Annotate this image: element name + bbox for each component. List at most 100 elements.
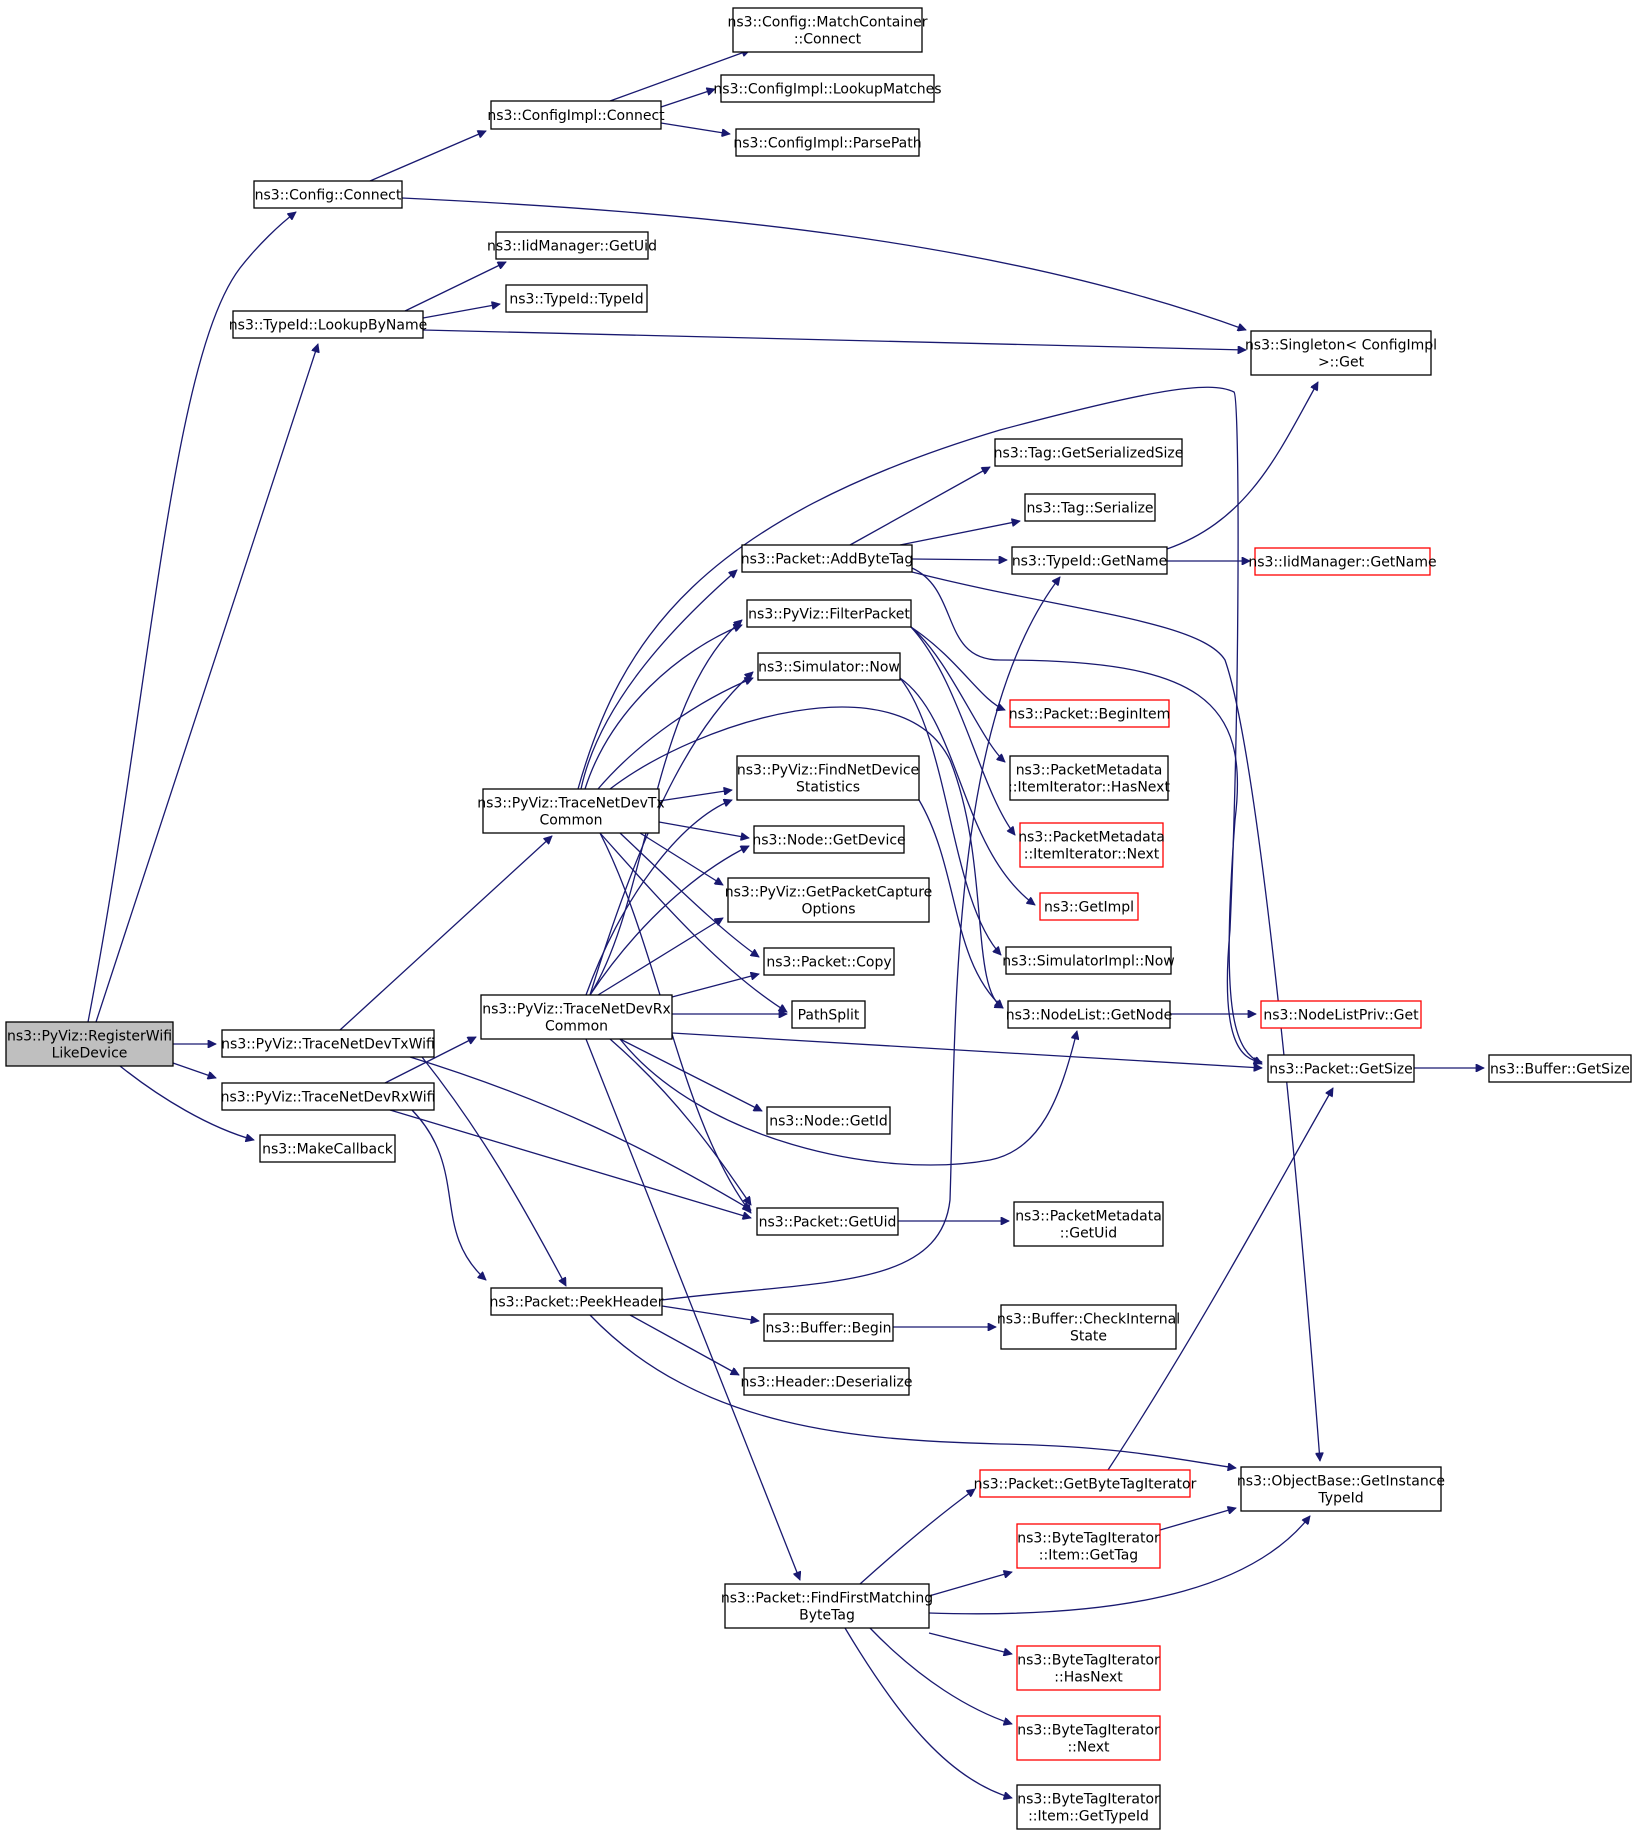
node-typeidctor[interactable]: ns3::TypeId::TypeId (505, 284, 648, 313)
node-hasnext[interactable]: ns3::PacketMetadata::ItemIterator::HasNe… (1008, 755, 1170, 801)
node-iidname[interactable]: ns3::IidManager::GetName (1248, 547, 1437, 576)
node-rxwifi[interactable]: ns3::PyViz::TraceNetDevRxWifi (221, 1082, 436, 1111)
node-box (5, 1021, 174, 1067)
edge-txcommon-to-addbytetag (580, 570, 737, 790)
node-bufgetsize[interactable]: ns3::Buffer::GetSize (1488, 1054, 1632, 1083)
node-bthasnext[interactable]: ns3::ByteTagIterator::HasNext (1016, 1645, 1161, 1691)
node-implconnect[interactable]: ns3::ConfigImpl::Connect (487, 100, 665, 130)
node-box (253, 180, 403, 209)
edge-finddevstats-to-nodelistget (918, 799, 1003, 1008)
node-pktcopy[interactable]: ns3::Packet::Copy (763, 947, 895, 976)
node-itemgettag[interactable]: ns3::ByteTagIterator::Item::GetTag (1016, 1523, 1161, 1569)
node-getimpl[interactable]: ns3::GetImpl (1039, 892, 1139, 921)
edge-txcommon-to-nodelistget (609, 706, 1003, 1009)
edge-simnow-to-getimpl (899, 677, 1035, 905)
node-label: ns3::Node::GetDevice (752, 833, 905, 849)
node-hdrdeser[interactable]: ns3::Header::Deserialize (741, 1367, 913, 1396)
edge-txcommon-to-simnow (597, 678, 753, 790)
node-box (259, 1134, 396, 1163)
node-itemnext[interactable]: ns3::PacketMetadata::ItemIterator::Next (1018, 822, 1165, 868)
node-iidgetuid[interactable]: ns3::IidManager::GetUid (487, 231, 657, 260)
node-box (741, 544, 913, 573)
node-typeidname[interactable]: ns3::TypeId::GetName (1011, 546, 1168, 575)
node-matchconnect[interactable]: ns3::Config::MatchContainer::Connect (728, 7, 928, 53)
node-box (1016, 1715, 1161, 1761)
node-box (1240, 1466, 1442, 1512)
edge-txcommon-to-capopts (639, 832, 723, 886)
node-nodelistget[interactable]: ns3::NodeList::GetNode (1006, 1000, 1172, 1029)
node-label: ns3::IidManager::GetUid (487, 239, 657, 255)
node-label: ns3::Buffer::GetSize (1490, 1062, 1630, 1078)
node-makecb[interactable]: ns3::MakeCallback (259, 1134, 396, 1163)
node-peekheader[interactable]: ns3::Packet::PeekHeader (490, 1287, 664, 1316)
edge-rxcommon-to-capopts (597, 917, 723, 996)
node-addbytetag[interactable]: ns3::Packet::AddByteTag (741, 544, 914, 573)
edge-lookupbyname-to-iidgetuid (404, 261, 506, 312)
edge-addbytetag-to-tagserialize (899, 521, 1020, 546)
node-simnow[interactable]: ns3::Simulator::Now (757, 652, 901, 681)
node-box (482, 788, 660, 834)
node-label: ns3::PacketMetadata (1015, 1209, 1162, 1225)
node-bufbegin[interactable]: ns3::Buffer::Begin (763, 1313, 894, 1342)
node-pktgetuid[interactable]: ns3::Packet::GetUid (756, 1207, 899, 1236)
node-pathsplit[interactable]: PathSplit (791, 1000, 866, 1029)
node-box (732, 7, 923, 53)
edge-txwifi-to-txcommon (339, 836, 552, 1031)
node-label: ns3::NodeListPriv::Get (1263, 1008, 1419, 1024)
node-beginitem[interactable]: ns3::Packet::BeginItem (1009, 699, 1170, 728)
node-label: Common (539, 813, 602, 829)
edge-rxcommon-to-pktcopy (671, 974, 759, 998)
node-box (1009, 755, 1169, 801)
edge-cfgconnect-to-implconnect (369, 131, 486, 182)
node-filterpacket[interactable]: ns3::PyViz::FilterPacket (746, 599, 912, 628)
edge-root-to-cfgconnect (87, 212, 296, 1023)
node-btgettypeid[interactable]: ns3::ByteTagIterator::Item::GetTypeId (1016, 1784, 1161, 1830)
node-txwifi[interactable]: ns3::PyViz::TraceNetDevTxWifi (221, 1029, 435, 1058)
node-label: ns3::Packet::BeginItem (1009, 707, 1170, 723)
node-label: ns3::TypeId::GetName (1012, 554, 1167, 570)
node-nodegetdevice[interactable]: ns3::Node::GetDevice (752, 825, 906, 854)
edge-root-to-rxwifi (172, 1062, 216, 1078)
node-nodegetid[interactable]: ns3::Node::GetId (766, 1106, 891, 1135)
node-box (746, 599, 912, 628)
node-label: ns3::Packet::FindFirstMatching (721, 1591, 933, 1607)
node-label: ns3::Packet::GetUid (759, 1215, 897, 1231)
nodes-layer: ns3::PyViz::RegisterWifiLikeDevicens3::P… (5, 7, 1632, 1830)
node-nodelistpriv[interactable]: ns3::NodeListPriv::Get (1260, 1000, 1422, 1029)
node-label: ns3::Buffer::CheckInternal (997, 1312, 1180, 1328)
node-label: ::ItemIterator::HasNext (1008, 780, 1170, 796)
edge-rxcommon-to-nodegetdevice (589, 845, 749, 996)
node-pktgetsize[interactable]: ns3::Packet::GetSize (1267, 1054, 1415, 1083)
node-lookupmatches[interactable]: ns3::ConfigImpl::LookupMatches (713, 74, 942, 103)
node-label: Options (801, 902, 855, 918)
node-pmgetuid[interactable]: ns3::PacketMetadata::GetUid (1013, 1201, 1164, 1247)
node-box (753, 825, 905, 854)
node-singleton[interactable]: ns3::Singleton< ConfigImpl >::Get (1245, 330, 1437, 376)
node-label: ns3::PyViz::TraceNetDevRxWifi (221, 1090, 436, 1106)
node-cfgconnect[interactable]: ns3::Config::Connect (253, 180, 403, 209)
node-getbtiter[interactable]: ns3::Packet::GetByteTagIterator (974, 1469, 1197, 1498)
node-btnext[interactable]: ns3::ByteTagIterator::Next (1016, 1715, 1161, 1761)
node-label: ns3::PacketMetadata (1016, 763, 1163, 779)
node-box (1013, 1201, 1164, 1247)
node-box (1039, 892, 1139, 921)
node-box (763, 1313, 894, 1342)
node-label: ns3::Packet::GetSize (1269, 1062, 1412, 1078)
node-tagserialize[interactable]: ns3::Tag::Serialize (1024, 493, 1156, 522)
edge-txcommon-to-finddevstats (658, 790, 732, 802)
node-lookupbyname[interactable]: ns3::TypeId::LookupByName (229, 310, 427, 339)
node-label: ns3::TypeId::TypeId (509, 292, 643, 308)
node-tagsersize[interactable]: ns3::Tag::GetSerializedSize (994, 438, 1184, 467)
node-box (1254, 547, 1431, 576)
node-parsepath[interactable]: ns3::ConfigImpl::ParsePath (733, 128, 922, 157)
node-label: ::GetUid (1060, 1226, 1117, 1242)
node-box (1016, 1645, 1161, 1691)
node-simimplnow[interactable]: ns3::SimulatorImpl::Now (1002, 946, 1175, 975)
